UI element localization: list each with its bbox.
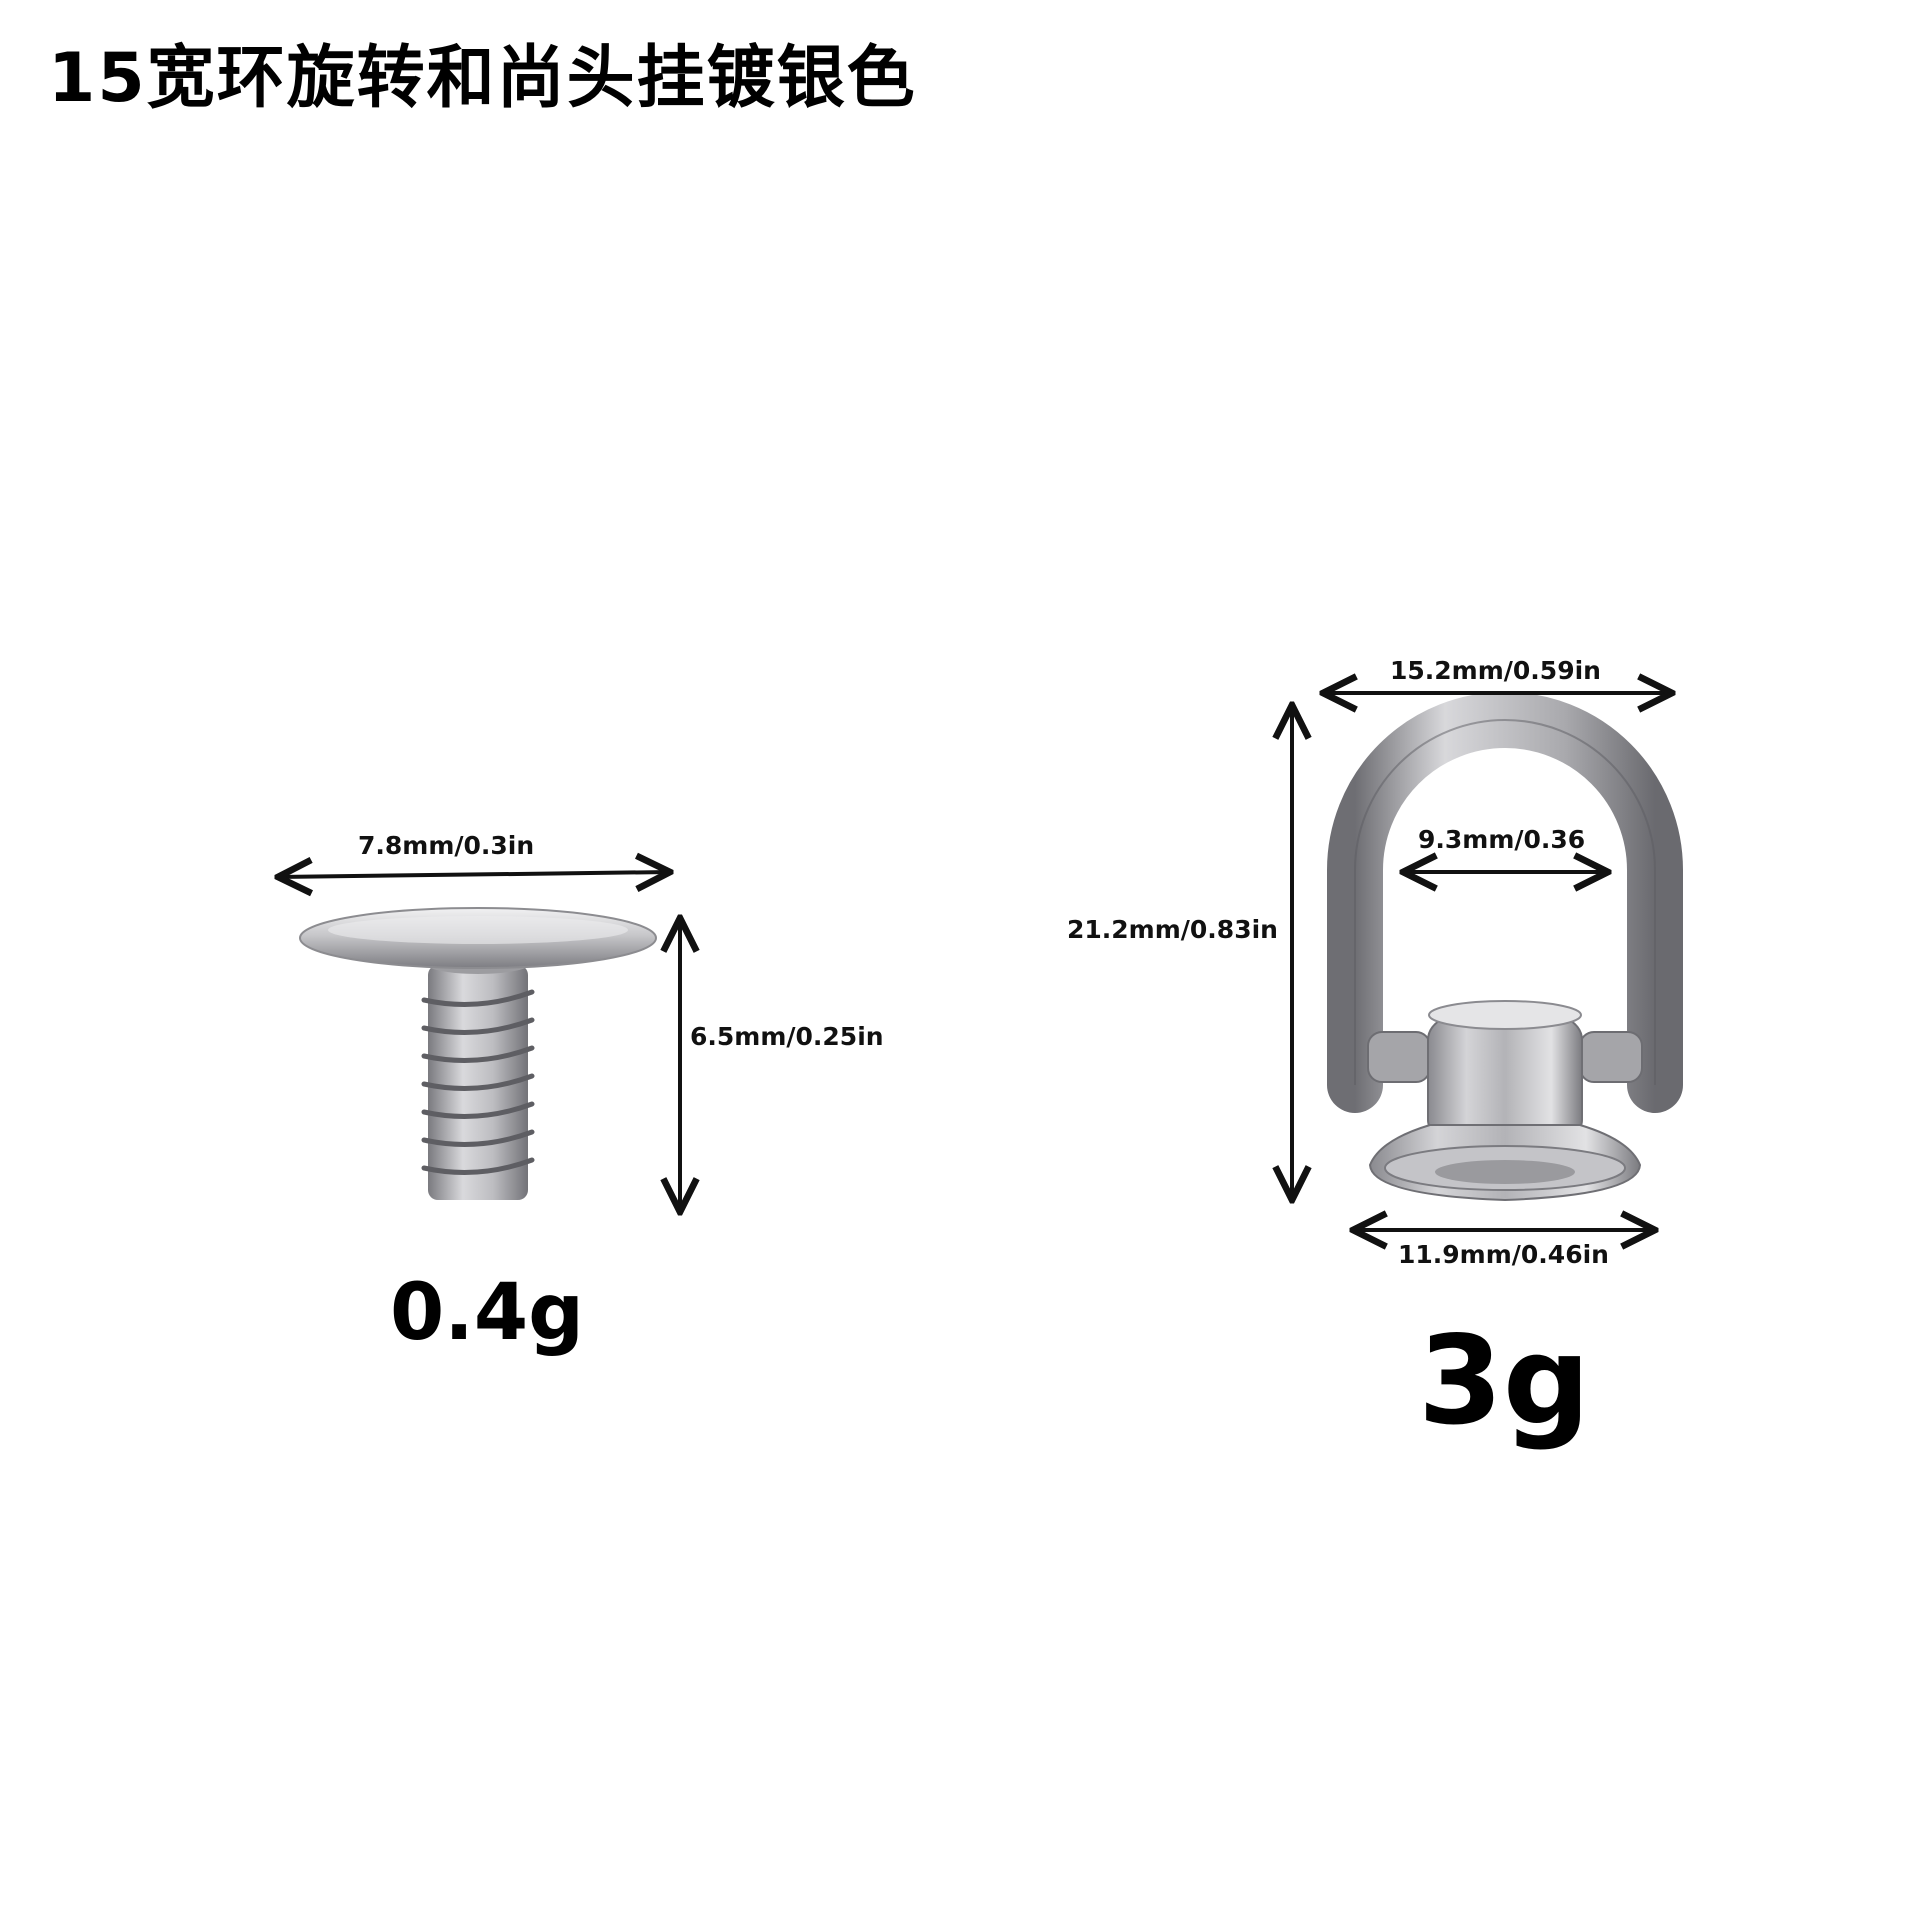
screw-illustration [299, 907, 657, 1200]
ring-outer-width-label: 15.2mm/0.59in [1390, 656, 1601, 685]
screw-height-label: 6.5mm/0.25in [690, 1022, 884, 1051]
page-title: 15宽环旋转和尚头挂镀银色 [48, 39, 917, 118]
screw-width-arrow [278, 872, 670, 877]
ring-illustration [1327, 692, 1683, 1202]
screw-weight: 0.4g [390, 1268, 585, 1358]
screw-threads [421, 989, 535, 1175]
ring-base-width-label: 11.9mm/0.46in [1398, 1240, 1609, 1269]
ring-height-label: 21.2mm/0.83in [1067, 915, 1278, 944]
ring-weight: 3g [1418, 1310, 1591, 1452]
screw-width-label: 7.8mm/0.3in [358, 831, 535, 860]
ring-inner-width-label: 9.3mm/0.36 [1418, 825, 1586, 854]
